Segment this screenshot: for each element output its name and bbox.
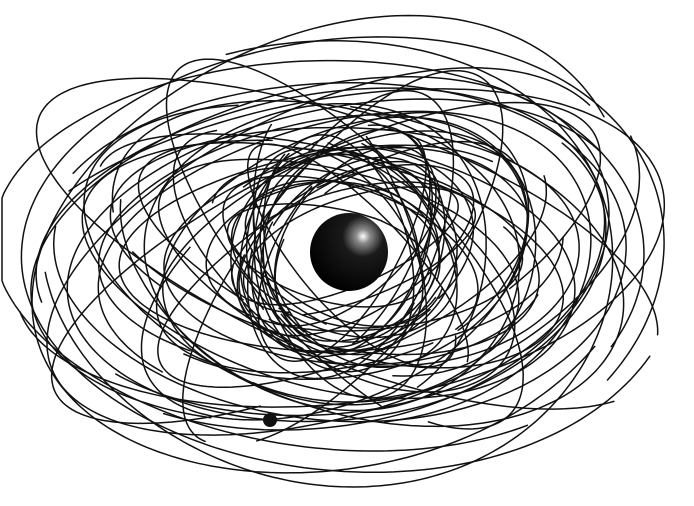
central-sphere-icon: [310, 213, 388, 291]
small-particle-icon: [263, 413, 277, 427]
